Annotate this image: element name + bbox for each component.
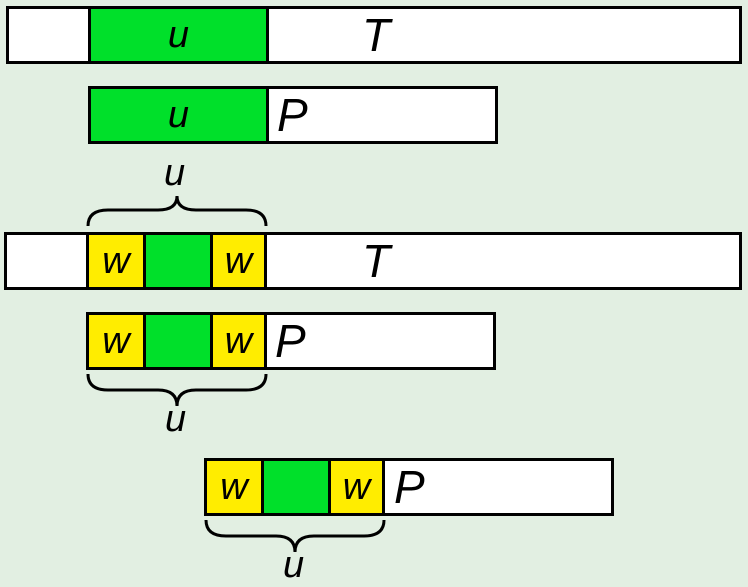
brace-u-label-middle: u: [165, 398, 187, 440]
pattern-p-label: P: [277, 89, 308, 141]
border-w-segment-right: w: [328, 458, 385, 516]
border-w-label: w: [224, 319, 253, 362]
brace-u-label-bottom: u: [283, 544, 305, 586]
border-w-segment-right: w: [210, 232, 267, 290]
border-w-label: w: [220, 465, 248, 508]
middle-segment: [143, 312, 213, 370]
pattern-p-label: P: [275, 315, 306, 367]
border-w-label: w: [102, 239, 130, 282]
prefix-u-label: u: [167, 13, 190, 56]
text-t-label: T: [362, 9, 391, 61]
prefix-u-segment-pattern-1: u: [88, 86, 269, 144]
brace-u-label-top: u: [164, 152, 186, 194]
border-w-segment-left: w: [204, 458, 264, 516]
border-w-label: w: [342, 465, 371, 508]
curly-brace-bottom: [204, 519, 386, 553]
prefix-u-segment-text-1: u: [88, 6, 269, 64]
border-w-label: w: [224, 239, 253, 282]
prefix-u-label: u: [167, 93, 190, 136]
curly-brace-top: [86, 195, 268, 227]
pattern-p-label: P: [394, 461, 425, 513]
border-w-segment-right: w: [210, 312, 267, 370]
border-w-label: w: [102, 319, 130, 362]
text-t-label: T: [362, 235, 391, 287]
curly-brace-middle: [86, 373, 268, 407]
border-w-segment-left: w: [86, 312, 146, 370]
border-w-segment-left: w: [86, 232, 146, 290]
middle-segment: [261, 458, 331, 516]
middle-segment: [143, 232, 213, 290]
